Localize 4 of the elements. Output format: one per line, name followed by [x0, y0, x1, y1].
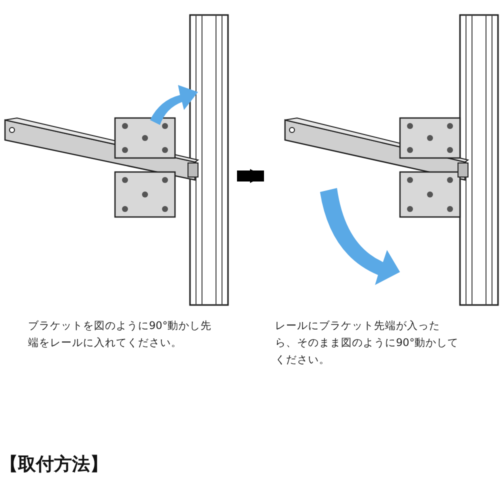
step-arrow [237, 169, 264, 183]
heading: 【取付方法】 [0, 453, 108, 476]
step-caption: ブラケットを図のように90°動かし先端をレールに入れてください。 [28, 319, 213, 351]
step-caption: レールにブラケット先端が入ったら、そのまま図のように90°動かしてください。 [275, 319, 460, 368]
